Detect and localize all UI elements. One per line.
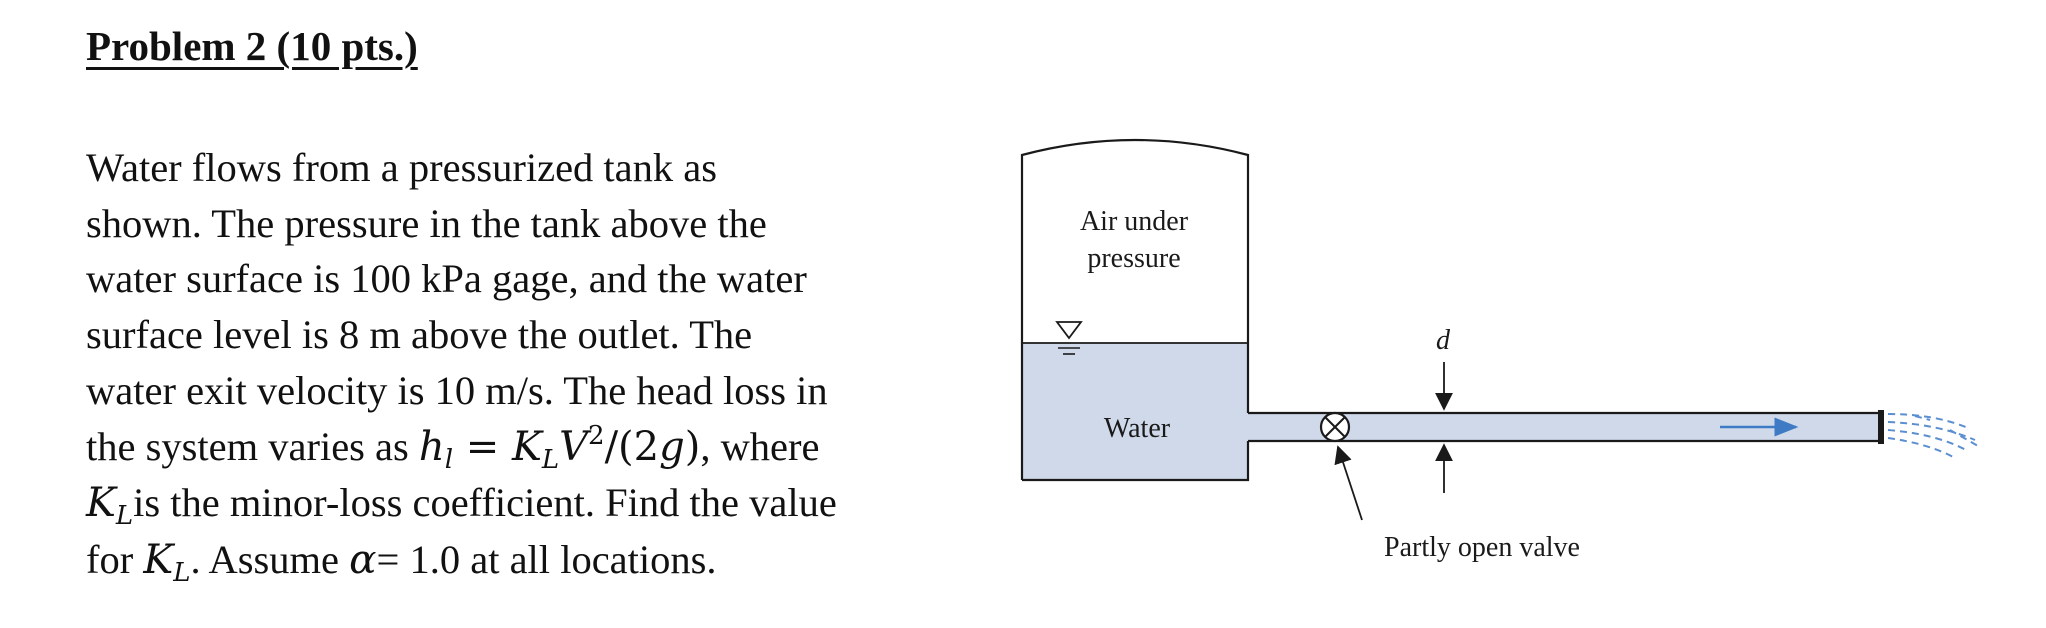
minor-loss-symbol-2: KL	[143, 536, 190, 586]
statement-line-3: water surface is 100 kPa gage, and the w…	[86, 256, 807, 302]
eq-V-exponent: 2	[588, 420, 605, 451]
statement-line-1: Water flows from a pressurized tank as	[86, 145, 718, 190]
pipe-outlet-end	[1878, 410, 1884, 444]
line-8-text-start: for	[86, 536, 144, 582]
eq-V: V	[559, 423, 589, 470]
tank-label-pressure: pressure	[1087, 243, 1180, 274]
statement-line-4: surface level is 8 m above the outlet. T…	[86, 312, 753, 358]
tank-outline	[1020, 138, 1250, 482]
problem-statement: Water flows from a pressurized tank as s…	[86, 140, 1006, 589]
eq-close-paren: )	[684, 423, 701, 470]
line-8-text-mid: . Assume	[190, 536, 350, 582]
eq-h-subscript: l	[444, 444, 454, 475]
valve-icon	[1319, 411, 1351, 443]
tank-water	[1022, 343, 1248, 480]
diameter-label: d	[1436, 325, 1451, 356]
statement-line-8: for KL. Assume α= 1.0 at all locations.	[86, 532, 1006, 589]
statement-line-5: water exit velocity is 10 m/s. The head …	[86, 367, 828, 413]
free-surface-icon	[1055, 321, 1083, 355]
tank-label-air: Air under	[1080, 206, 1189, 237]
head-loss-equation: hl = KLV2/(2g)	[418, 420, 701, 473]
statement-line-2: shown. The pressure in the tank above th…	[86, 200, 767, 246]
water-label: Water	[1104, 413, 1171, 444]
statement-line-7: KLis the minor-loss coefficient. Find th…	[86, 475, 1006, 532]
sym2-K-subscript: L	[173, 557, 191, 588]
eq-equals: =	[453, 423, 512, 470]
valve-label: Partly open valve	[1384, 532, 1580, 563]
line-6-text-end: , where	[700, 423, 820, 469]
water-jet-icon	[1887, 413, 1979, 459]
eq-K: K	[511, 423, 542, 470]
line-7-text: is the minor-loss coefficient. Find the …	[133, 480, 837, 526]
sym-K: K	[86, 480, 116, 527]
eq-K-subscript: L	[541, 444, 560, 475]
line-8-text-end: = 1.0 at all locations.	[376, 536, 717, 582]
statement-line-6: the system varies as hl = KLV2/(2g), whe…	[86, 419, 1006, 476]
line-6-text-start: the system varies as	[86, 423, 419, 469]
alpha-symbol: α	[349, 534, 377, 583]
valve-leader-arrow	[1334, 445, 1363, 521]
sym-K-subscript: L	[115, 501, 134, 532]
eq-denominator-open: /(2	[604, 423, 660, 470]
eq-h: h	[418, 423, 445, 470]
eq-g: g	[659, 423, 685, 470]
problem-title: Problem 2 (10 pts.)	[86, 23, 418, 69]
minor-loss-symbol: KL	[86, 480, 133, 529]
sym2-K: K	[143, 536, 174, 583]
